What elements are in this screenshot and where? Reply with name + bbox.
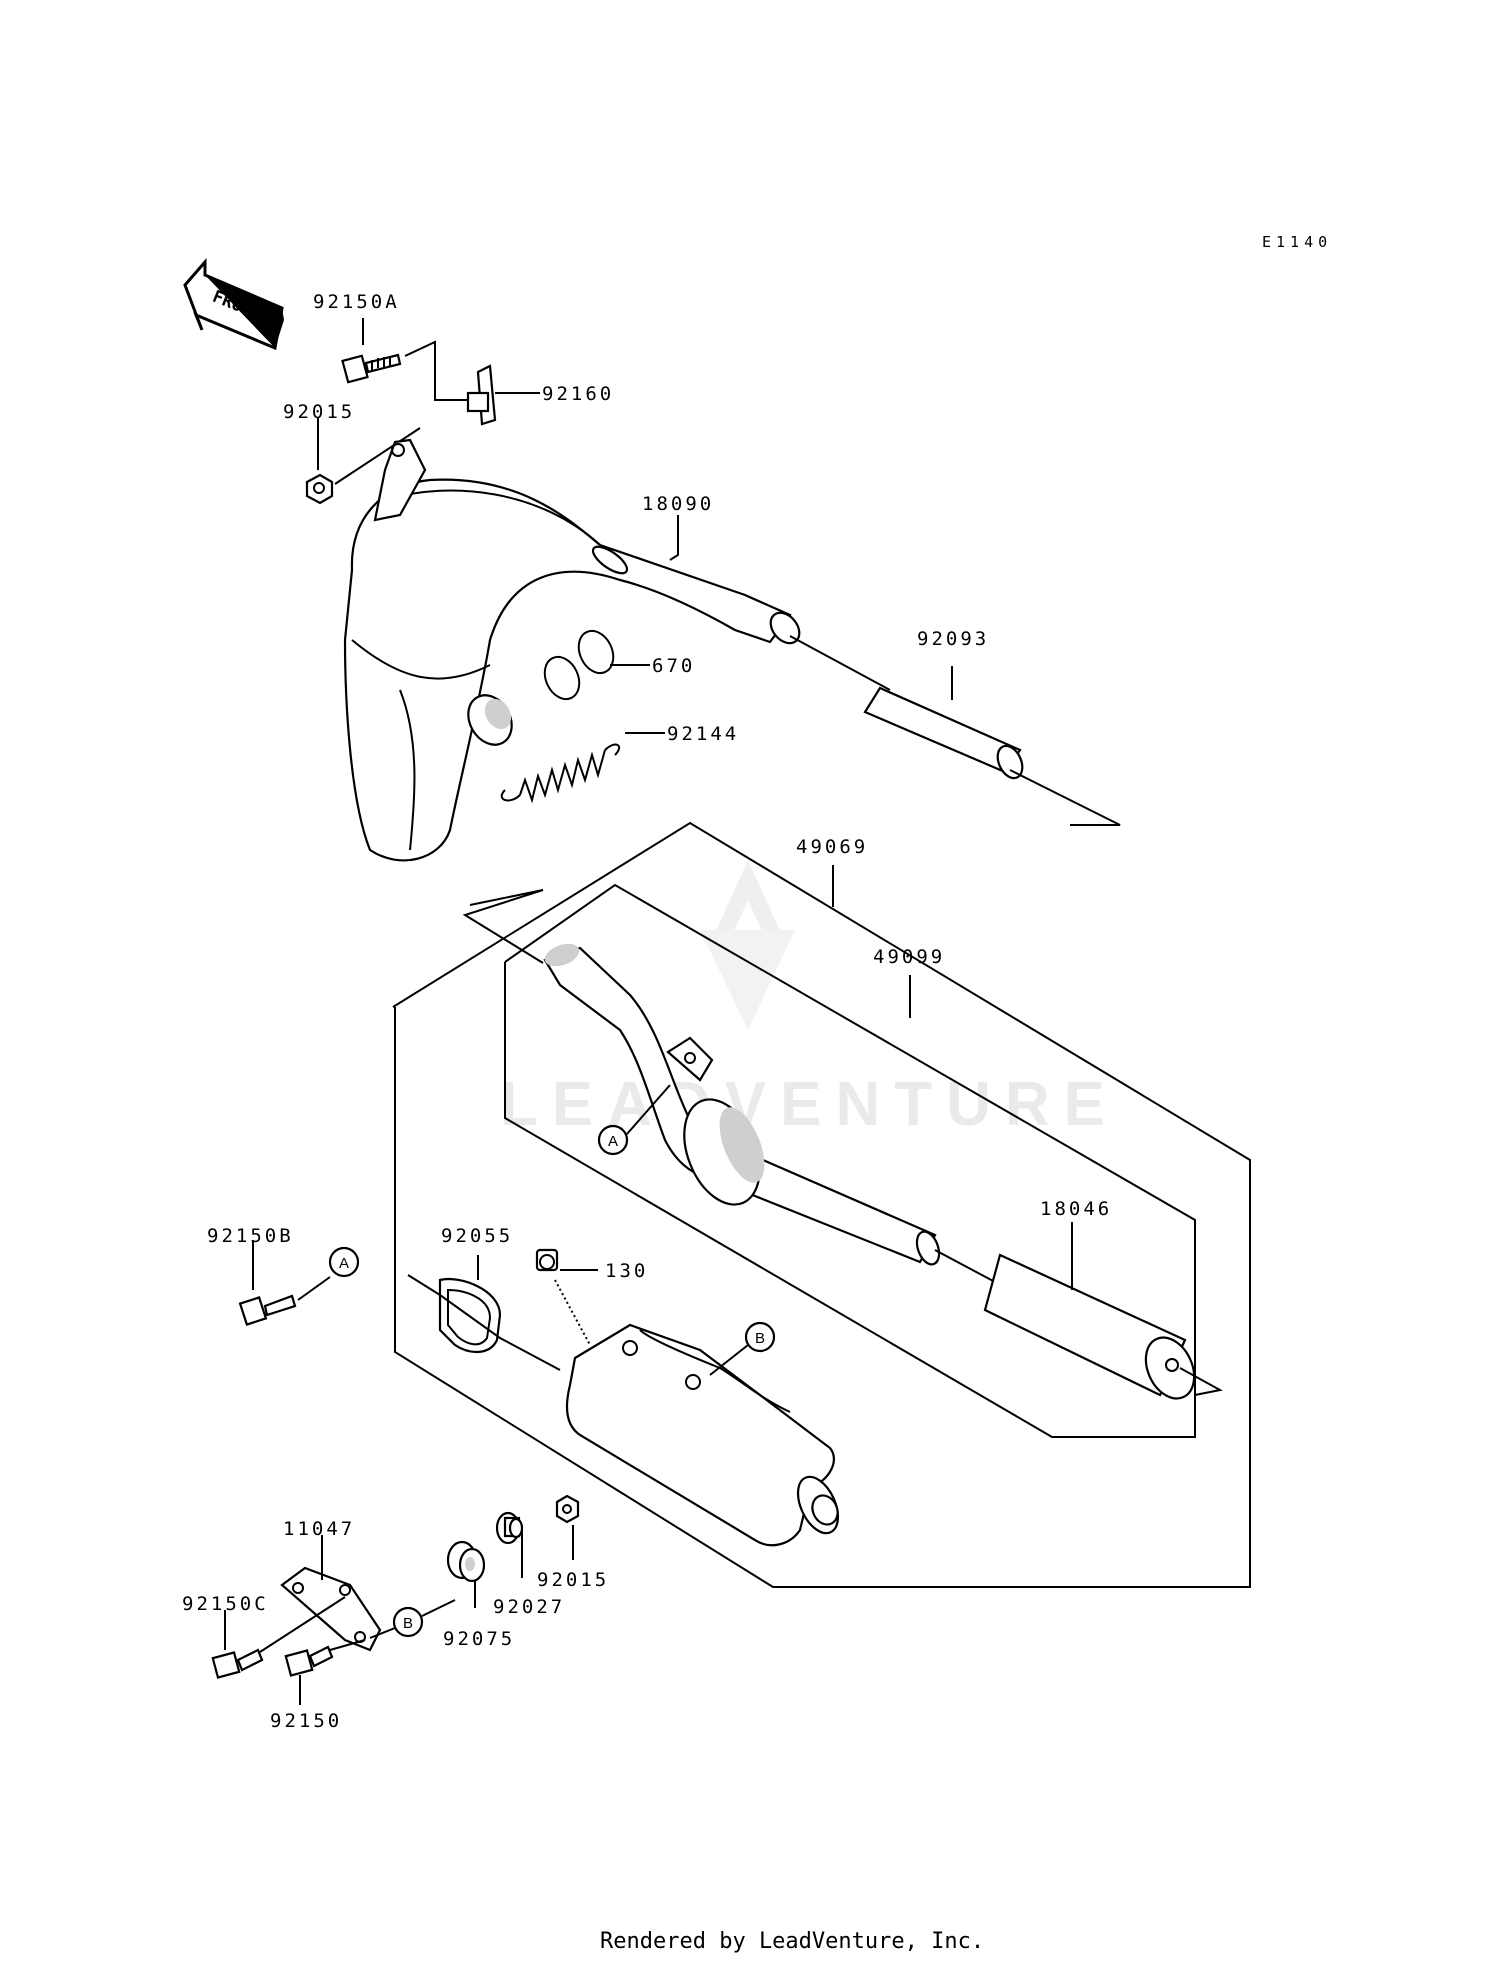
grommet-92075 — [446, 1540, 486, 1608]
label-92150: 92150 — [270, 1710, 342, 1732]
label-49099: 49099 — [873, 946, 945, 968]
bolt-130 — [535, 1248, 598, 1346]
label-92093: 92093 — [917, 628, 989, 650]
watermark-text: LEADVENTURE — [500, 1070, 1119, 1139]
bolt-92150B: A — [238, 1240, 360, 1326]
nut-92015-bottom — [555, 1494, 580, 1560]
callout-a-header: A — [597, 1084, 671, 1156]
label-92150B: 92150B — [207, 1225, 294, 1247]
o-rings-670 — [543, 629, 650, 701]
callout-a-bolt-text: A — [339, 1255, 349, 1272]
label-18090: 18090 — [642, 493, 714, 515]
collar-92027 — [495, 1511, 524, 1578]
packing-18046 — [934, 1222, 1223, 1400]
bolt-92150 — [284, 1639, 366, 1705]
gasket-92055 — [407, 1255, 561, 1371]
label-92015-bottom: 92015 — [537, 1569, 609, 1591]
nut-92015-top — [305, 418, 421, 505]
sleeve-92093 — [789, 635, 1121, 826]
callout-b-bracket-text: B — [403, 1615, 413, 1632]
callout-b-text: B — [755, 1330, 765, 1347]
bolt-92150C — [211, 1596, 346, 1679]
diagram-code: E1140 — [1262, 233, 1332, 251]
footer-credit: Rendered by LeadVenture, Inc. — [600, 1929, 984, 1954]
label-670: 670 — [652, 655, 695, 677]
header-pipe-49099 — [543, 943, 941, 1266]
label-11047: 11047 — [283, 1518, 355, 1540]
spring-92144 — [500, 732, 665, 804]
silencer-body — [565, 1323, 840, 1547]
label-92150C: 92150C — [182, 1593, 269, 1615]
callout-b-silencer: B — [709, 1321, 776, 1376]
label-18046: 18046 — [1040, 1198, 1112, 1220]
callout-a-text: A — [608, 1133, 618, 1150]
frame-49069 — [392, 821, 1251, 1588]
label-130: 130 — [605, 1260, 648, 1282]
label-92027: 92027 — [493, 1596, 565, 1618]
expansion-chamber-18090 — [343, 438, 801, 862]
label-49069: 49069 — [796, 836, 868, 858]
bracket-92160 — [466, 364, 540, 426]
bolt-92150A — [341, 318, 402, 384]
label-92075: 92075 — [443, 1628, 515, 1650]
bracket-11047: B — [280, 1535, 456, 1652]
label-92144: 92144 — [667, 723, 739, 745]
label-92160: 92160 — [542, 383, 614, 405]
leadventure-watermark: LEADVENTURE — [500, 860, 1119, 1139]
label-92150A: 92150A — [313, 291, 400, 313]
frame-49099 — [504, 883, 1196, 1438]
label-92055: 92055 — [441, 1225, 513, 1247]
label-92015-top: 92015 — [283, 401, 355, 423]
front-arrow-icon: FRONT — [183, 257, 284, 351]
